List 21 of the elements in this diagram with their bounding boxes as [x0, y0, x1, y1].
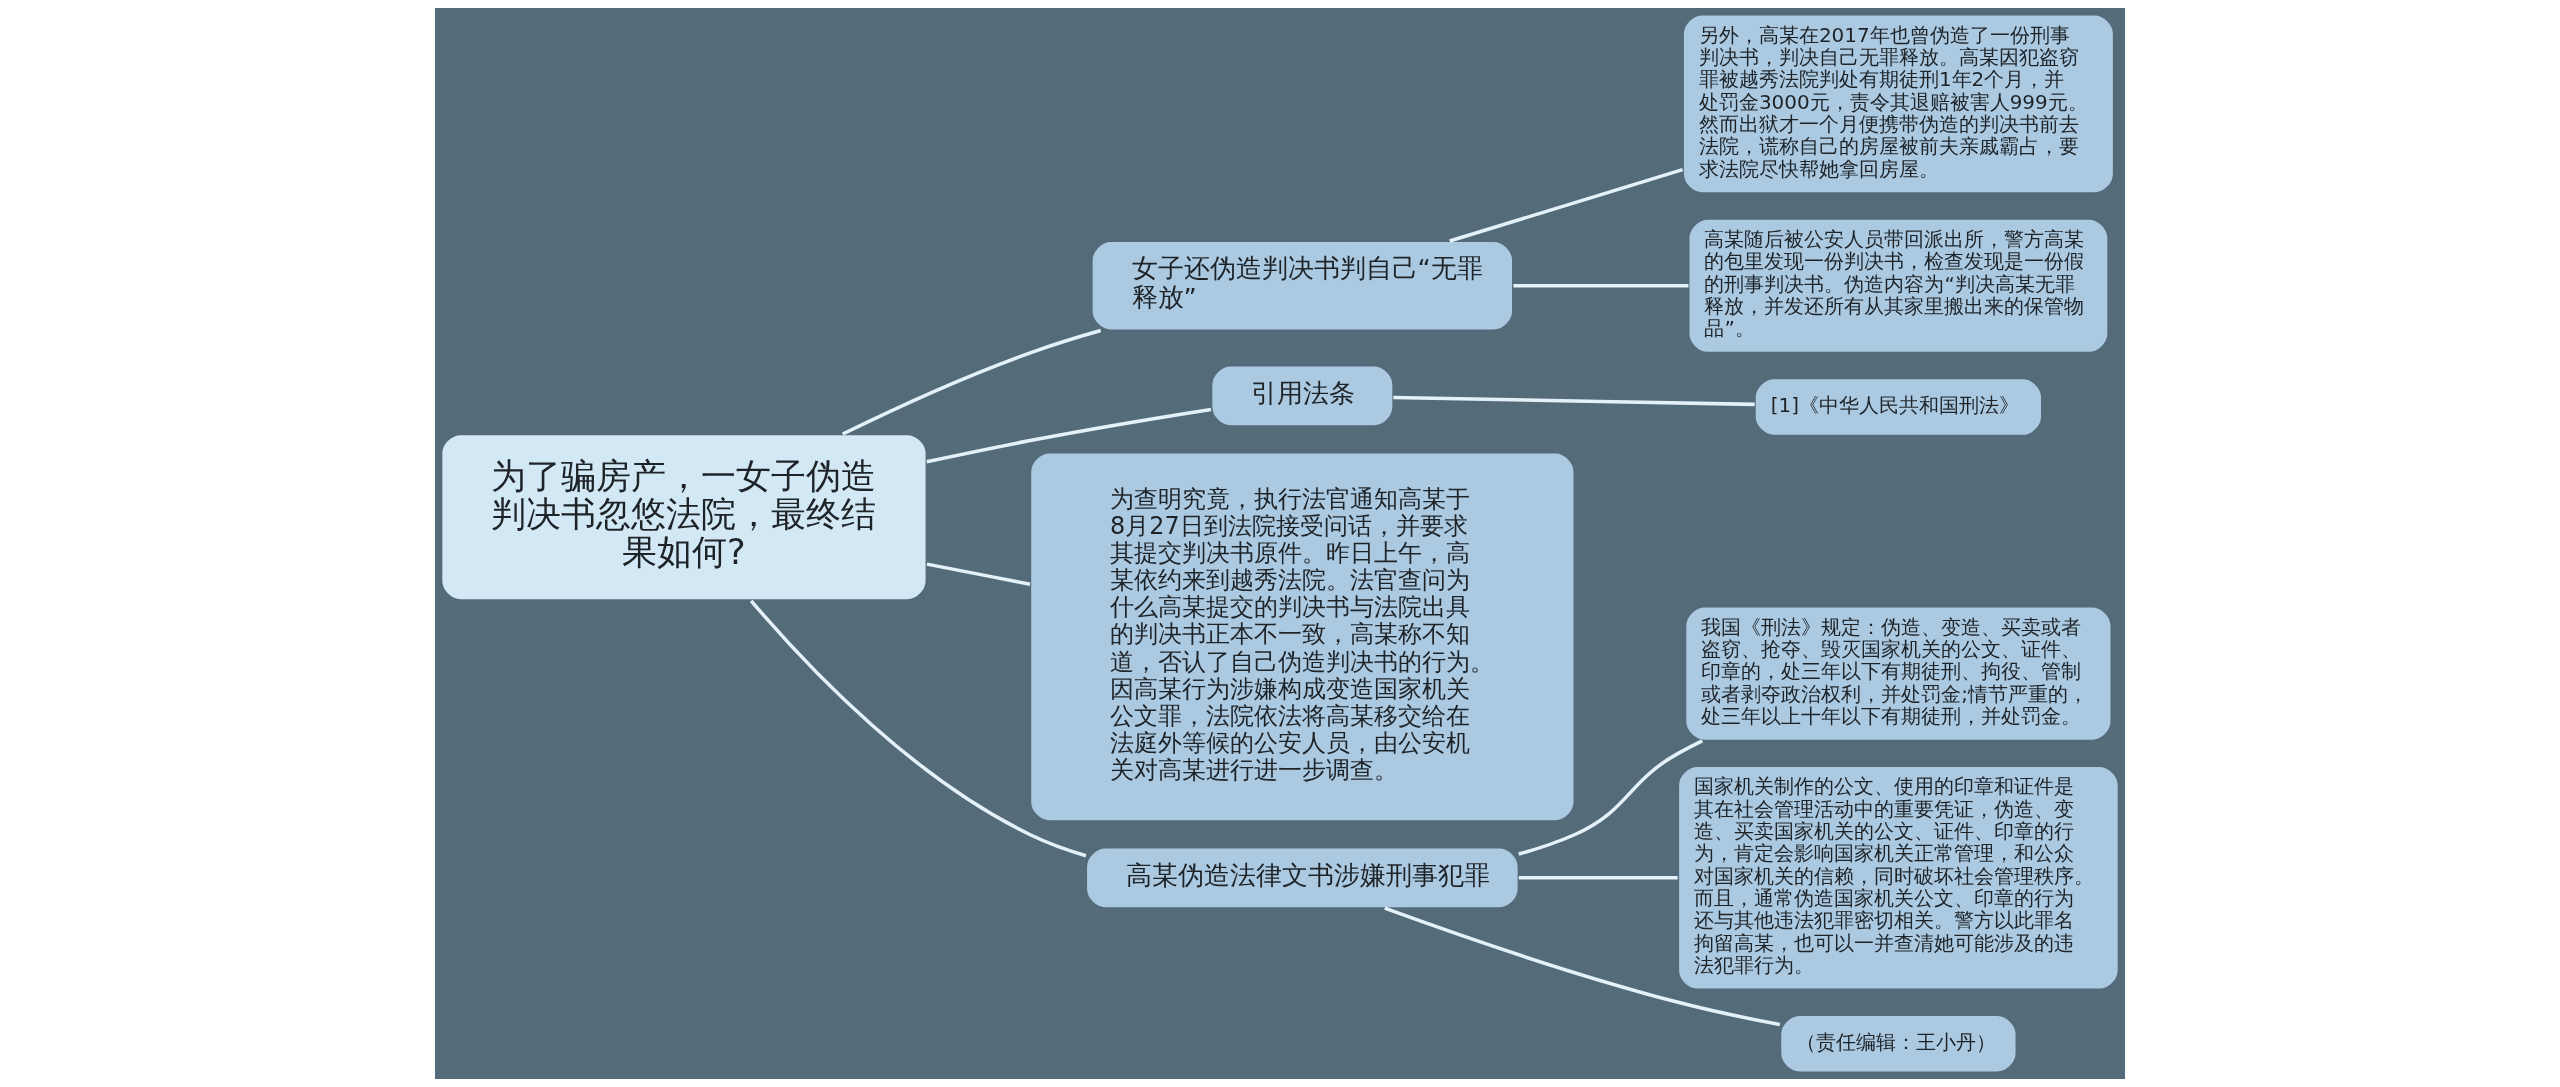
node-box: 国家机关制作的公文、使用的印章和证件是其在社会管理活动中的重要凭证，伪造、变造、买卖国家机关的公文、证件、印章的行为，肯定会影响国家机关正常管理，和公众对国家机关的信赖，同时破坏社会管理秩序。而且，通常伪造国家机关公文、印章的行为还与其他违法犯罪密切相关。警方以此罪名拘留高某，也可以一并查清她可能涉及的违法犯罪行为。: [1677, 765, 2120, 991]
connector: [1384, 906, 1781, 1027]
node-box: 为查明究竟，执行法官通知高某于8月27日到法院接受问话，并要求其提交判决书原件。昨日上午，高某依约来到越秀法院。法官查问为什么高某提交的判决书与法院出具的判决书正本不一致，高某称不知道，否认了自己伪造判决书的行为。因高某行为涉嫌构成变造国家机关公文罪，法院依法将高某移交给在法庭外等候的公安人员，由公安机关对高某进行进一步调查。: [1029, 451, 1576, 823]
connector: [749, 599, 1087, 858]
node-box: 另外，高某在2017年也曾伪造了一份刑事判决书，判决自己无罪释放。高某因犯盗窃罪被越秀法院判处有期徒刑1年2个月，并处罚金3000元，责令其退赔被害人999元。然而出狱才一个月便携带伪造的判决书前去法院，谎称自己的房屋被前夫亲戚霸占，要求法院尽快帮她拿回房屋。: [1682, 13, 2115, 195]
node-box: 女子还伪造判决书判自己“无罪释放”: [1090, 240, 1514, 332]
connector: [1513, 284, 1689, 288]
connector: [1393, 395, 1755, 407]
connector: [1518, 876, 1678, 880]
connector: [1518, 739, 1703, 856]
connector: [1449, 167, 1684, 243]
node-box: （责任编辑：王小丹）: [1779, 1014, 2018, 1074]
node-box: 高某随后被公安人员带回派出所，警方高某的包里发现一份判决书，检查发现是一份假的刑事判决书。伪造内容为“判决高某无罪释放，并发还所有从其家里搬出来的保管物品”。: [1687, 217, 2110, 354]
connector: [841, 328, 1102, 436]
node-box: 我国《刑法》规定：伪造、变造、买卖或者盗窃、抢夺、毁灭国家机关的公文、证件、印章的，处三年以下有期徒刑、拘役、管制或者剥夺政治权利，并处罚金;情节严重的，处三年以上十年以下有期徒刑，并处罚金。: [1684, 605, 2113, 742]
node-box: 为了骗房产，一女子伪造判决书忽悠法院，最终结果如何?: [440, 433, 928, 602]
node-box: 引用法条: [1210, 364, 1395, 428]
node-box: 高某伪造法律文书涉嫌刑事犯罪: [1085, 846, 1520, 910]
connector: [926, 407, 1212, 464]
node-box: [1]《中华人民共和国刑法》: [1753, 377, 2043, 437]
connector: [926, 562, 1031, 586]
